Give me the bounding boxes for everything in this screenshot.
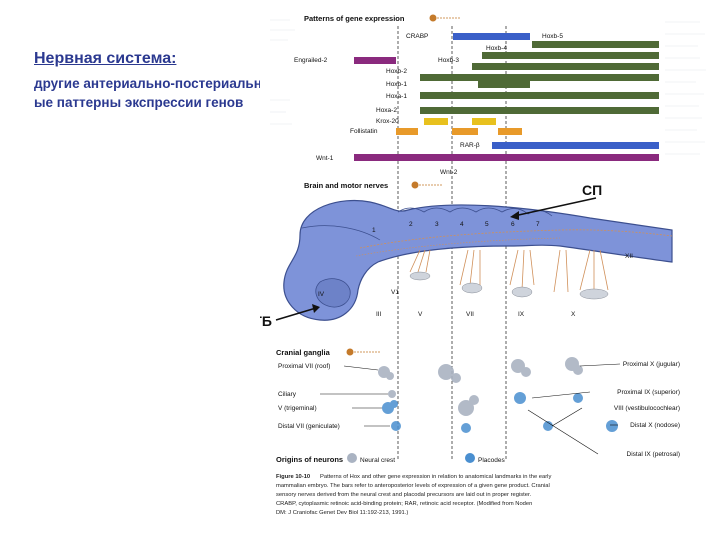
gene-bar-engrailed2 [354,57,396,64]
legend-swatch-placodes [465,453,475,463]
section-heading-patterns: Patterns of gene expression [304,14,405,23]
caption-line: Patterns of Hox and other gene expressio… [320,474,551,480]
gene-bar-rar-beta [492,142,659,149]
nerve-label: X [571,311,576,318]
section-heading-ganglia: Cranial ganglia [276,348,331,357]
nerve-label: XII [625,253,633,260]
ganglion-label: Proximal X (jugular) [623,361,680,368]
gene-bar-hoxb2 [420,74,659,81]
rhombomere-label: 2 [409,221,413,228]
rhombomere-label: 7 [536,221,540,228]
rhombomere-label: 6 [511,221,515,228]
gene-bar-wnt1 [354,154,659,161]
nerve-label: V [418,311,423,318]
gene-label-wnt1: Wnt-1 [316,155,334,162]
legend-label-placodes: Placodes [478,457,505,464]
gene-bar-hoxb3 [472,63,659,70]
section-bullet-dot [347,349,354,356]
rhombomere-label: 5 [485,221,489,228]
caption-label: Figure 10-10 [276,474,310,480]
caption-line: sensory nerves derived from the neural c… [276,492,532,498]
gene-bar-hoxa2 [420,107,659,114]
gene-label-follistatin: Follistatin [350,128,378,135]
gene-bar-krox20-b [472,118,496,125]
ganglion-label: Proximal VII (roof) [278,363,330,370]
gene-label-hoxb4: Hoxb-4 [486,45,507,52]
gene-bar-hoxb1 [478,81,530,88]
gene-label-hoxb3: Hoxb-3 [438,57,459,64]
gene-label-hoxb1: Hoxb-1 [386,81,407,88]
caption-line: mammalian embryo. The bars refer to ante… [276,483,550,489]
gene-bar-crabp [453,33,530,40]
gene-bar-follistatin-a [396,128,418,135]
gene-label-hoxb5: Hoxb-5 [542,33,563,40]
section-bullet-dot [430,15,437,22]
gene-bar-hoxb4 [482,52,659,59]
gene-label-wnt2: Wnt-2 [440,169,458,176]
rhombomere-label: 4 [460,221,464,228]
ganglion-label: Ciliary [278,391,297,398]
gene-label-crabp: CRABP [406,33,428,40]
ganglion-label: Distal X (nodose) [630,422,680,429]
gene-label-rar-beta: RAR-β [460,142,480,149]
rhombomere-label: 3 [435,221,439,228]
legend-label-neural-crest: Neural crest [360,457,395,464]
ganglion-label: V (trigeminal) [278,405,317,412]
caption-line: CRABP, cytoplasmic retinoic acid-binding… [276,501,532,507]
ganglion-label: Proximal IX (superior) [617,389,680,396]
gene-label-krox20: Krox-20 [376,118,399,125]
gene-bar-follistatin-c [498,128,522,135]
rhombomere-label: 1 [372,227,376,234]
gene-bar-krox20-a [424,118,448,125]
section-heading-brain: Brain and motor nerves [304,181,388,190]
section-heading-origins: Origins of neurons [276,455,343,464]
nerve-label: V1 [391,289,399,296]
gene-label-hoxa1: Hoxa-1 [386,93,407,100]
legend-swatch-neural-crest [347,453,357,463]
callout-sp: СП [582,182,602,198]
nerve-label: III [376,311,382,318]
slide-body-text: другие антериально-постериальные паттерн… [34,74,266,112]
slide-title: Нервная система: [34,50,176,68]
section-bullet-dot [412,182,419,189]
caption-line: DM: J Craniofac Genet Dev Biol 11:192-21… [276,510,408,516]
gene-label-hoxb2: Hoxb-2 [386,68,407,75]
figure-canvas: Patterns of gene expression CRABP Hoxb-5… [260,0,720,540]
ganglion-label: VIII (vestibulocochlear) [614,405,680,412]
gene-bar-follistatin-b [452,128,478,135]
ganglion-label: Distal VII (geniculate) [278,423,340,430]
gene-bar-hoxa1 [420,92,659,99]
gene-label-engrailed2: Engrailed-2 [294,57,328,64]
gene-label-hoxa2: Hoxa-2 [376,107,397,114]
nerve-label: VII [466,311,474,318]
callout-gb: ГБ [260,313,272,329]
nerve-label: IX [518,311,525,318]
ganglion-label: Distal IX (petrosal) [627,451,680,458]
gene-bar-hoxb5 [532,41,659,48]
nerve-label: IV [318,291,325,298]
gene-expression-figure: Patterns of gene expression CRABP Hoxb-5… [260,0,720,540]
